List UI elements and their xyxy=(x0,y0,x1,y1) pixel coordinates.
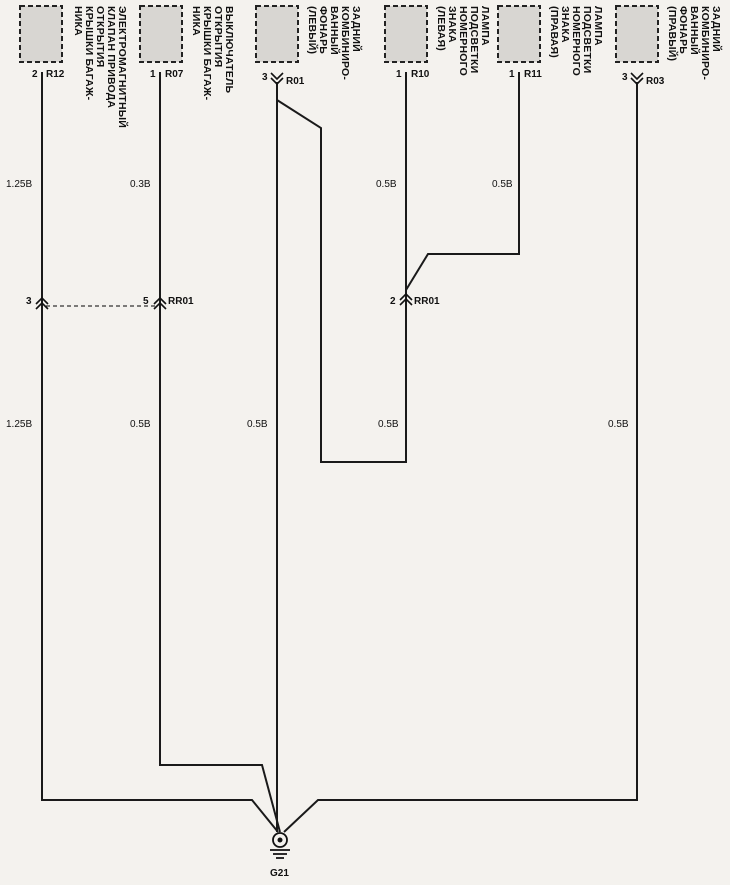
description-line: ЭЛЕКТРОМАГНИТНЫЙ xyxy=(116,6,129,128)
component-boxes xyxy=(19,5,659,63)
description-line: ВАННЫЙ xyxy=(328,6,341,55)
component-r07-box[interactable] xyxy=(139,5,183,63)
description-line: ЗАДНИЙ xyxy=(350,6,363,52)
description-line: ВАННЫЙ xyxy=(688,6,701,55)
junction-pin-label: 3 xyxy=(26,296,32,307)
description-line: ЗНАКА xyxy=(559,6,571,43)
wire-r03[interactable] xyxy=(283,82,638,833)
junction-labels: 3 5 RR01 2 RR01 xyxy=(26,296,440,307)
pin-label: 1 xyxy=(396,69,402,80)
description-line: ЗНАКА xyxy=(446,6,458,43)
description-line: ОТКРЫТИЯ xyxy=(94,6,106,67)
wire-gauge-label: 0.5B xyxy=(608,419,629,430)
connector-chevron-icon xyxy=(270,72,284,86)
description-line: КОМБИНИРО- xyxy=(339,6,351,80)
description-line: КЛАПАН ПРИВОДА xyxy=(105,6,117,108)
wire-r12[interactable] xyxy=(41,72,279,833)
wire-gauge-labels: 1.25B 1.25B 0.3B 0.5B 0.5B 0.5B 0.5B 0.5… xyxy=(6,179,629,430)
wire-gauge-label: 0.5B xyxy=(378,419,399,430)
description-line: КОМБИНИРО- xyxy=(699,6,711,80)
description-line: ВЫКЛЮЧАТЕЛЬ xyxy=(223,6,235,94)
connector-chevron-icon xyxy=(630,72,644,86)
description-line: (ЛЕВЫЙ) xyxy=(306,6,319,54)
pin-label: 3 xyxy=(622,72,628,83)
wire-gauge-label: 0.3B xyxy=(130,179,151,190)
component-code-label: R10 xyxy=(411,69,430,80)
connector-chevron-icon xyxy=(153,296,167,310)
description-line: НОМЕРНОГО xyxy=(457,6,469,76)
component-r11-box[interactable] xyxy=(497,5,541,63)
junction-pin-label: 5 xyxy=(143,296,149,307)
wire-r07[interactable] xyxy=(159,72,281,833)
component-r12-box[interactable] xyxy=(19,5,63,63)
description-line: КРЫШКИ БАГАЖ- xyxy=(201,6,213,101)
pin-label: 3 xyxy=(262,72,268,83)
junction-code-label: RR01 xyxy=(168,296,194,307)
pin-label: 1 xyxy=(509,69,515,80)
wire-gauge-label: 0.5B xyxy=(376,179,397,190)
component-code-label: R12 xyxy=(46,69,65,80)
wire-gauge-label: 0.5B xyxy=(492,179,513,190)
connector-chevrons xyxy=(35,72,644,310)
ground-symbol-icon xyxy=(270,832,290,859)
component-code-label: R07 xyxy=(165,69,184,80)
ground-code-label: G21 xyxy=(270,868,289,879)
wire-gauge-label: 0.5B xyxy=(247,419,268,430)
description-line: НИКА xyxy=(72,6,84,36)
description-line: ЛАМПА xyxy=(479,6,491,46)
description-line: (ПРАВАЯ) xyxy=(548,6,560,58)
wire-gauge-label: 1.25B xyxy=(6,419,32,430)
description-line: ФОНАРЬ xyxy=(317,6,329,54)
component-code-label: R11 xyxy=(524,69,542,80)
wires xyxy=(41,72,638,833)
description-line: ЛАМПА xyxy=(592,6,604,46)
pin-label: 1 xyxy=(150,69,156,80)
description-line: ОТКРЫТИЯ xyxy=(212,6,224,67)
description-line: НИКА xyxy=(190,6,202,36)
junction-pin-label: 2 xyxy=(390,296,396,307)
junction-code-label: RR01 xyxy=(414,296,440,307)
component-r10-box[interactable] xyxy=(384,5,428,63)
wire-r11[interactable] xyxy=(405,72,520,291)
component-code-label: R01 xyxy=(286,76,305,87)
component-pin-labels: 2 R12 1 R07 3 R01 1 R10 1 R11 3 R03 xyxy=(32,69,665,87)
description-line: (ЛЕВАЯ) xyxy=(435,6,447,51)
component-r03-box[interactable] xyxy=(615,5,659,63)
description-line: ФОНАРЬ xyxy=(677,6,689,54)
component-code-label: R03 xyxy=(646,76,665,87)
connector-chevron-icon xyxy=(399,292,413,306)
description-line: КРЫШКИ БАГАЖ- xyxy=(83,6,95,101)
description-line: ПОДСВЕТКИ xyxy=(581,6,593,73)
wire-r01-branch[interactable] xyxy=(276,99,407,463)
wire-gauge-label: 1.25B xyxy=(6,179,32,190)
connector-chevron-icon xyxy=(35,296,49,310)
description-line: ПОДСВЕТКИ xyxy=(468,6,480,73)
pin-label: 2 xyxy=(32,69,38,80)
description-line: (ПРАВЫЙ) xyxy=(666,6,679,61)
wire-gauge-label: 0.5B xyxy=(130,419,151,430)
description-line: ЗАДНИЙ xyxy=(710,6,723,52)
description-line: НОМЕРНОГО xyxy=(570,6,582,76)
component-r01-box[interactable] xyxy=(255,5,299,63)
